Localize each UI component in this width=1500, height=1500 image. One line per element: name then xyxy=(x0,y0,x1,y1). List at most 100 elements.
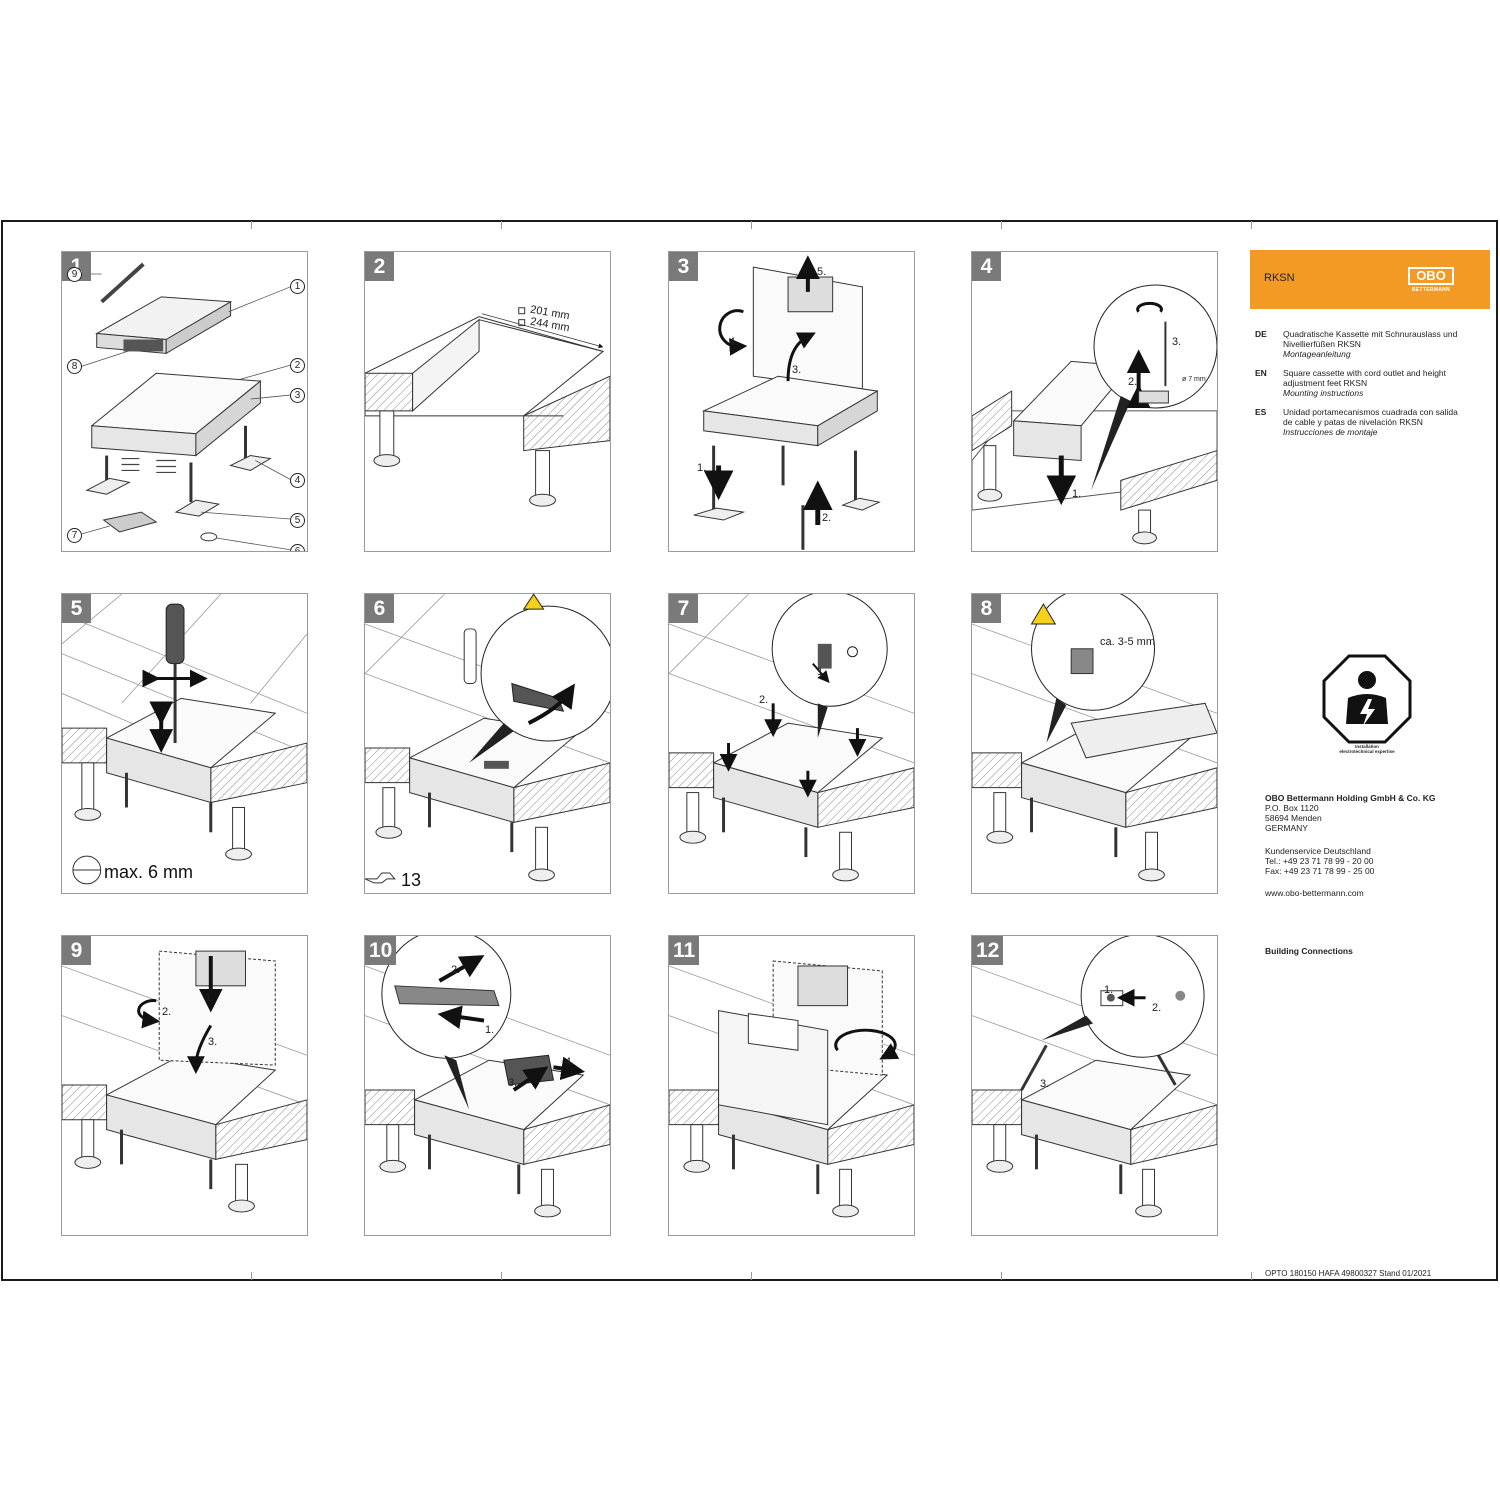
fold-mark xyxy=(751,1272,752,1280)
callout-2: 2 xyxy=(290,358,305,373)
callout-1: 1 xyxy=(290,279,305,294)
step-label: 3. xyxy=(208,1036,218,1048)
title-line: Square cassette with cord outlet and hei… xyxy=(1283,368,1447,378)
document-code: OPTO 180150 HAFA 49800327 Stand 01/2021 xyxy=(1265,1269,1432,1278)
company-name: OBO Bettermann Holding GmbH & Co. KG xyxy=(1265,793,1436,803)
step-number: 9 xyxy=(62,936,91,965)
fold-mark xyxy=(501,221,502,229)
step-label: 1. xyxy=(485,1024,495,1036)
fold-mark xyxy=(1001,221,1002,229)
lid-hinge-illustration xyxy=(972,936,1217,1218)
step-10-panel: 10 2. 1. 3. 4. xyxy=(364,935,611,1236)
callout-6: 6 xyxy=(290,544,305,551)
callout-3: 3 xyxy=(290,388,305,403)
step-label: 4. xyxy=(729,336,739,348)
drill-diameter: ø 7 mm xyxy=(1182,376,1206,383)
step-1-panel: 1 xyxy=(61,251,308,552)
fold-mark xyxy=(1251,1272,1252,1280)
step-number: 4 xyxy=(972,252,1001,281)
lid-closing-illustration xyxy=(669,960,914,1218)
floor-fixing-illustration xyxy=(972,284,1217,545)
callout-9: 9 xyxy=(67,267,82,282)
subtitle: Instrucciones de montaje xyxy=(1283,427,1378,437)
fold-mark xyxy=(251,1272,252,1280)
language-code: DE xyxy=(1255,329,1267,339)
fax: Fax: +49 23 71 78 99 - 25 00 xyxy=(1265,866,1375,876)
title-line: Quadratische Kassette mit Schnurauslass … xyxy=(1283,329,1458,339)
step-3-panel: 3 5. 4. 3. 1. 2. xyxy=(668,251,915,552)
step-2-panel: 2 201 mm 244 mm xyxy=(364,251,611,552)
earthing-illustration xyxy=(669,594,914,882)
step-number: 5 xyxy=(62,594,91,623)
step-label: 2. xyxy=(451,964,461,976)
locknut-illustration xyxy=(365,594,610,884)
step-11-panel: 11 xyxy=(668,935,915,1236)
instruction-sheet: 1 xyxy=(1,220,1498,1281)
address-line: GERMANY xyxy=(1265,823,1308,833)
step-number: 3 xyxy=(669,252,698,281)
step-5-panel: 5 max. 6 mm xyxy=(61,593,308,894)
step-label: 1. xyxy=(1104,984,1114,996)
step-number: 12 xyxy=(972,936,1004,965)
subtitle: Montageanleitung xyxy=(1283,349,1351,359)
step-12-panel: 12 1. 2. 3. xyxy=(971,935,1218,1236)
electrician-badge: Installation electrotechnical expertise xyxy=(1322,654,1412,754)
company-address: OBO Bettermann Holding GmbH & Co. KG P.O… xyxy=(1265,793,1435,833)
badge-line: Installation xyxy=(1355,744,1379,749)
step-label: 3. xyxy=(1172,336,1182,348)
header-bar: RKSN OBO BETTERMANN xyxy=(1250,250,1490,309)
step-label: 3. xyxy=(1040,1078,1050,1090)
subtitle: Mounting instructions xyxy=(1283,388,1364,398)
electrician-icon xyxy=(1322,654,1412,744)
step-label: 1. xyxy=(1072,488,1082,500)
step-label: 4. xyxy=(565,1056,575,1068)
callout-8: 8 xyxy=(67,359,82,374)
step-number: 8 xyxy=(972,594,1001,623)
service-line: Kundenservice Deutschland xyxy=(1265,846,1371,856)
gap-dimension: ca. 3-5 mm xyxy=(1100,636,1156,648)
step-label: 2. xyxy=(822,512,832,524)
callout-5: 5 xyxy=(290,513,305,528)
exploded-parts-illustration xyxy=(81,262,291,551)
sidebar: RKSN OBO BETTERMANN DE Quadratische Kass… xyxy=(1250,250,1490,1280)
step-label: 2. xyxy=(759,694,769,706)
step-8-panel: 8 ca. 3-5 mm xyxy=(971,593,1218,894)
step-label: 5. xyxy=(817,266,827,278)
floor-cutout-illustration xyxy=(365,307,610,507)
step-number: 11 xyxy=(669,936,700,965)
step-label: 3. xyxy=(792,364,802,376)
max-depth-note: max. 6 mm xyxy=(104,862,194,882)
fold-mark xyxy=(1001,1272,1002,1280)
step-number: 2 xyxy=(365,252,394,281)
step-label: 2. xyxy=(1128,376,1138,388)
website-link[interactable]: www.obo-bettermann.com xyxy=(1265,888,1364,898)
fold-mark xyxy=(501,1272,502,1280)
fold-mark xyxy=(751,221,752,229)
step-6-panel: 6 13 xyxy=(364,593,611,894)
step-9-panel: 9 1. 2. 3. xyxy=(61,935,308,1236)
title-line: Unidad portamecanismos cuadrada con sali… xyxy=(1283,407,1458,417)
step-label: 2. xyxy=(162,1006,172,1018)
title-line: adjustment feet RKSN xyxy=(1283,378,1368,388)
step-label: 2. xyxy=(1152,1002,1162,1014)
step-label: 3. xyxy=(508,1077,518,1089)
cord-outlet-illustration xyxy=(365,936,610,1218)
title-line: de cable y patas de nivelación RKSN xyxy=(1283,417,1423,427)
lid-removal-illustration xyxy=(693,255,881,550)
callout-4: 4 xyxy=(290,473,305,488)
address-line: 58694 Menden xyxy=(1265,813,1322,823)
product-code: RKSN xyxy=(1264,272,1295,284)
customer-service: Kundenservice Deutschland Tel.: +49 23 7… xyxy=(1265,846,1374,876)
fold-mark xyxy=(1251,221,1252,229)
logo-subtext: BETTERMANN xyxy=(1412,287,1450,293)
language-code: ES xyxy=(1255,407,1267,417)
wrench-size: 13 xyxy=(401,870,422,890)
step-number: 7 xyxy=(669,594,698,623)
brand-logo: OBO BETTERMANN xyxy=(1408,267,1454,295)
fold-mark xyxy=(251,221,252,229)
address-line: P.O. Box 1120 xyxy=(1265,803,1319,813)
step-label: 1. xyxy=(697,462,707,474)
badge-line: electrotechnical expertise xyxy=(1339,749,1395,754)
step-number: 10 xyxy=(365,936,397,965)
logo-text: OBO xyxy=(1408,267,1454,285)
